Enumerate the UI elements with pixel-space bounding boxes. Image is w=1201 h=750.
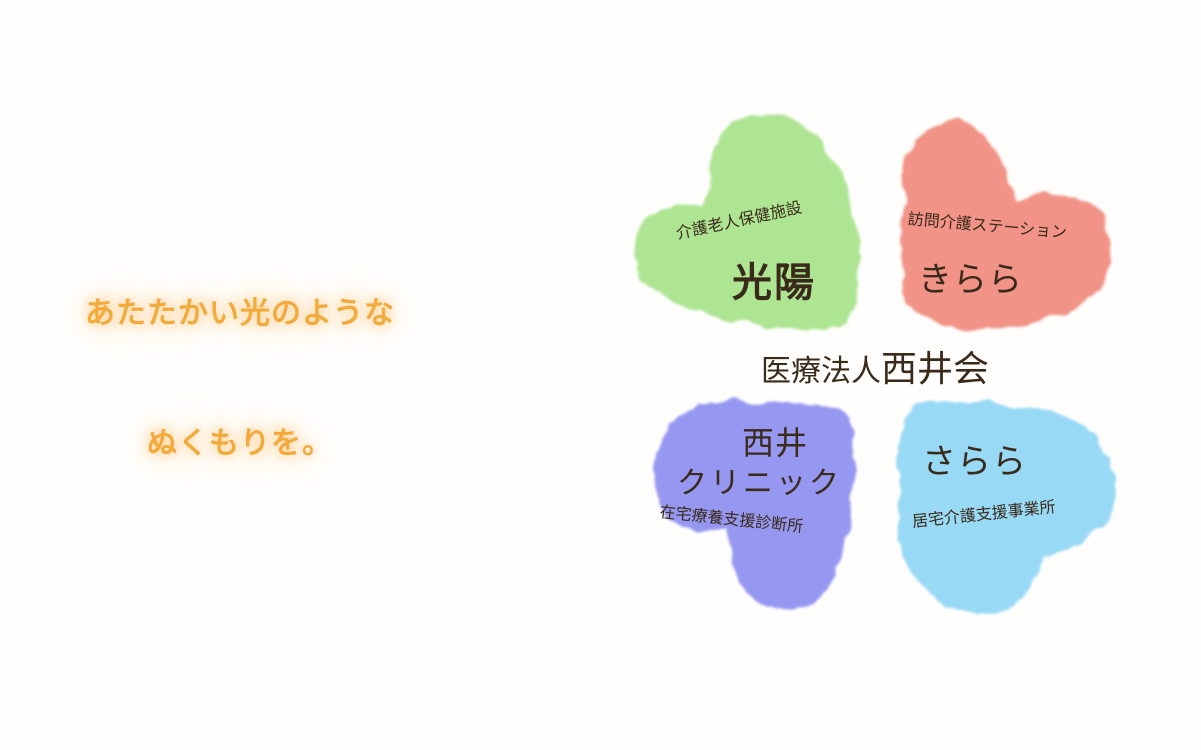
organization-prefix: 医療法人 xyxy=(760,354,881,389)
leaf-nishii-shape xyxy=(654,400,855,613)
nishii-name-line1: 西井 xyxy=(741,424,808,462)
leaf-kirara-shape xyxy=(899,117,1112,329)
nishii-name-line2: クリニック xyxy=(677,466,842,501)
leaf-koyo-shape xyxy=(632,114,860,331)
slogan-line-2: ぬくもりを。 xyxy=(147,426,333,461)
sarara-name: さらら xyxy=(922,442,1027,482)
leaf-sarara-shape xyxy=(898,400,1115,612)
kirara-name: きらら xyxy=(918,260,1023,300)
organization-name: 西井会 xyxy=(880,349,989,390)
koyo-name: 光陽 xyxy=(732,260,816,306)
organization-title: 医療法人西井会 xyxy=(730,340,1020,392)
slogan-line-1: あたたかい光のような xyxy=(85,296,395,331)
